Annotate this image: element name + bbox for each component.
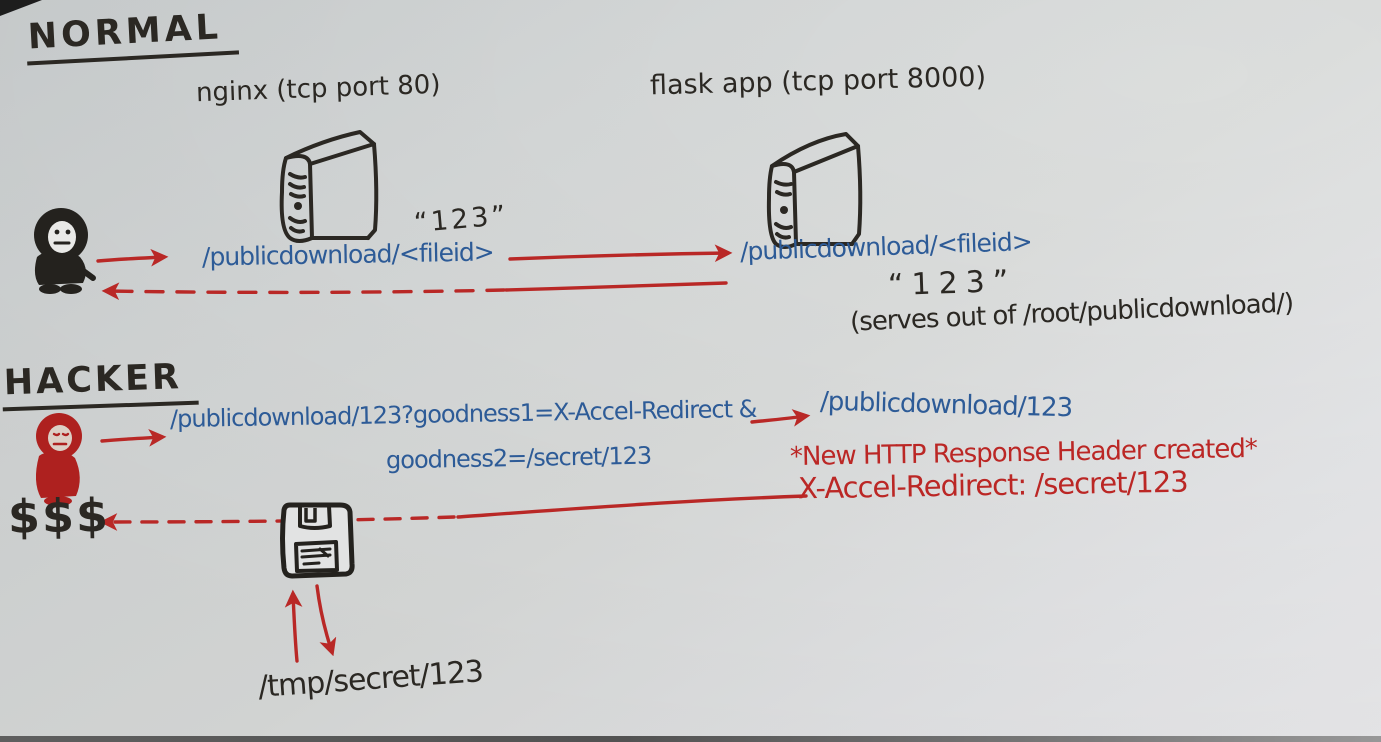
hacker-response-line-solid xyxy=(456,494,808,519)
photo-edge-shadow xyxy=(0,736,1381,742)
normal-request-path: /publicdownload/<fileid> xyxy=(201,237,494,272)
floppy-write-arrow-down xyxy=(315,584,337,657)
nginx-server-icon xyxy=(279,130,379,243)
client-user-icon xyxy=(34,208,96,294)
upstream-response-value: “123” xyxy=(887,263,1017,304)
hacker-request-line2: goodness2=/secret/123 xyxy=(385,441,652,475)
money-symbols: $$$ xyxy=(7,488,111,544)
flask-server-icon xyxy=(766,132,863,249)
x-accel-redirect-header: X-Accel-Redirect: /secret/123 xyxy=(797,464,1188,506)
normal-response-line-solid xyxy=(504,281,728,292)
floppy-read-arrow-up xyxy=(284,589,303,663)
hacker-forward-arrow xyxy=(750,409,811,427)
normal-forward-arrow xyxy=(508,244,733,263)
hacker-request-arrow xyxy=(100,429,167,447)
hacker-section-heading: HACKER xyxy=(1,357,199,412)
hacker-user-icon xyxy=(35,413,82,506)
normal-request-arrow xyxy=(96,248,169,267)
hacker-forwarded-path: /publicdownload/123 xyxy=(819,386,1073,424)
hacker-response-line-dashed xyxy=(99,513,456,531)
normal-response-line-dashed xyxy=(101,282,506,301)
floppy-disk-icon xyxy=(280,502,355,579)
